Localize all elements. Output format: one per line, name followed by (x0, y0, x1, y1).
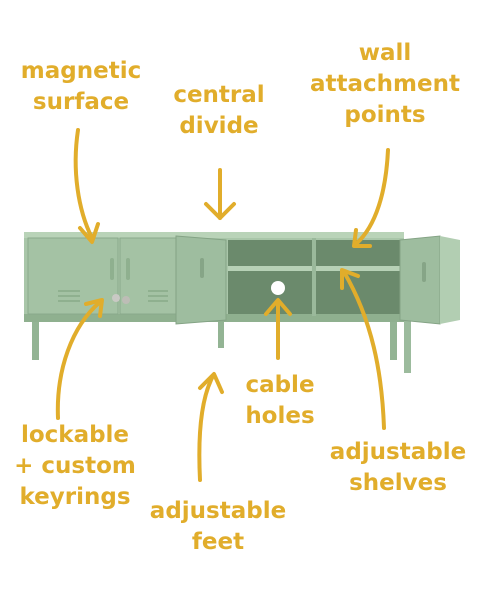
shelf (228, 266, 312, 271)
label-line: points (344, 102, 426, 128)
open-door (175, 235, 227, 325)
label-line: keyrings (19, 484, 131, 510)
central-divide (312, 238, 316, 316)
open-door (399, 235, 441, 325)
cabinet-leg (404, 318, 411, 373)
open-door-edge (440, 236, 460, 324)
cabinet-leg (218, 318, 224, 348)
cable-hole (271, 281, 285, 295)
cabinet-leg (32, 318, 39, 360)
label-line: wall (358, 40, 412, 66)
label-line: feet (191, 529, 245, 555)
label-line: lockable (20, 422, 130, 448)
label-line: attachment (310, 71, 460, 97)
label-line: adjustable (329, 439, 467, 465)
arrow-shelves (342, 270, 386, 430)
cabinet-leg (390, 318, 397, 360)
door-handle (110, 258, 114, 280)
keyring (112, 294, 120, 302)
label-line: divide (179, 113, 259, 139)
arrow-wall (354, 148, 390, 246)
door-handle (422, 262, 426, 282)
label-line: adjustable (149, 498, 287, 524)
label-adjustable-feet: adjustable feet (138, 496, 298, 558)
label-line: cable (245, 372, 315, 398)
label-line: surface (32, 89, 130, 115)
label-wall-attachment: wall attachment points (296, 38, 474, 131)
label-magnetic-surface: magnetic surface (12, 56, 150, 118)
cabinet-top-edge (24, 232, 404, 238)
door-vents (58, 290, 168, 302)
keyring (122, 296, 130, 304)
arrow-feet (197, 376, 214, 482)
label-line: holes (245, 403, 315, 429)
annotation-arrows (55, 128, 390, 482)
label-line: + custom (14, 453, 136, 479)
label-cable-holes: cable holes (228, 370, 332, 432)
label-adjustable-shelves: adjustable shelves (318, 437, 478, 499)
arrow-magnetic (73, 128, 94, 240)
shelf (316, 266, 400, 271)
label-central-divide: central divide (160, 80, 278, 142)
door-handle (200, 258, 204, 278)
label-lockable: lockable + custom keyrings (0, 420, 150, 513)
arrow-lockable (55, 300, 102, 420)
label-line: central (173, 82, 265, 108)
interior-left (228, 240, 312, 314)
label-line: magnetic (20, 58, 142, 84)
label-line: shelves (349, 470, 447, 496)
door-left-1 (27, 237, 119, 315)
door-handle (126, 258, 130, 280)
